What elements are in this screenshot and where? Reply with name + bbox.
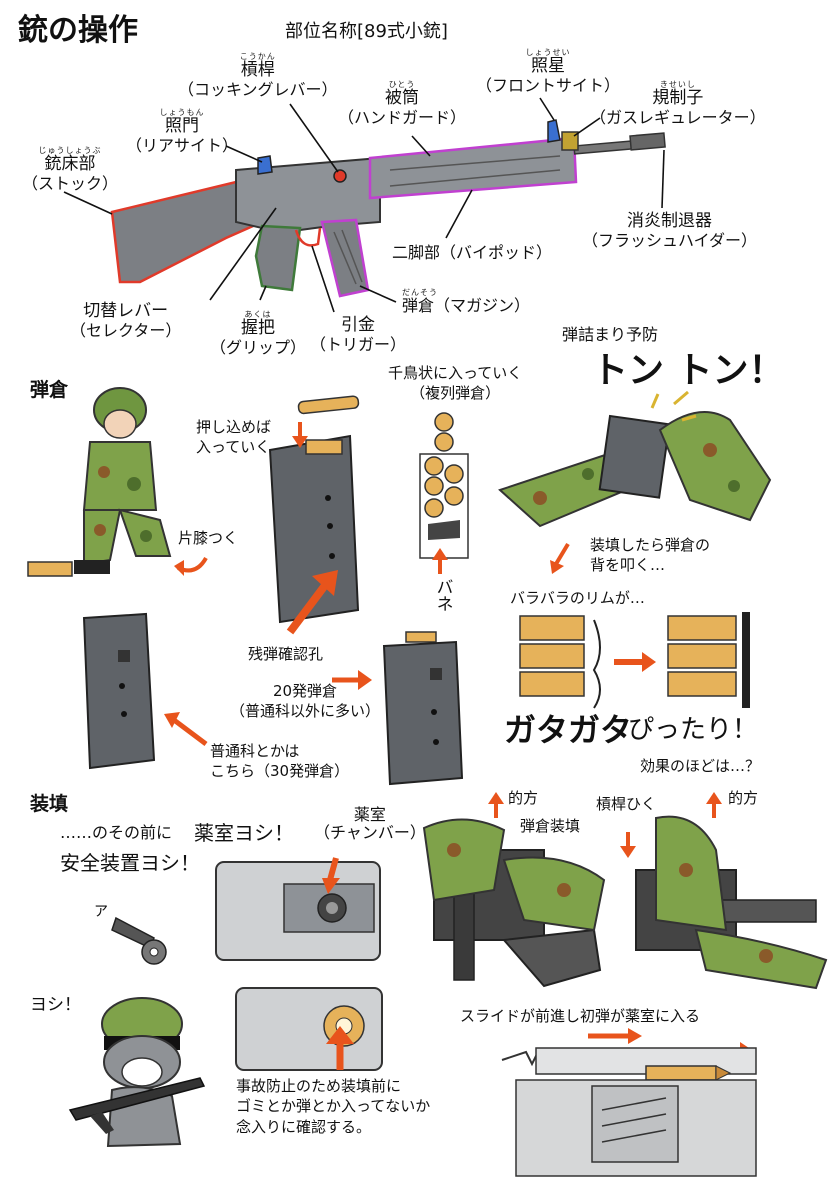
tap-sound: トン トン！: [592, 350, 785, 391]
diagram-title: 部位名称[89式小銃]: [285, 21, 448, 42]
direction-arrow-1: [488, 792, 504, 818]
chamber-label: 薬室 （チャンバー）: [314, 805, 426, 843]
part-handguard: ひとう 被筒 （ハンドガード）: [338, 80, 467, 127]
spring-label: バネ: [432, 578, 453, 612]
mag-insert-label: 弾倉装填: [520, 817, 581, 835]
rear-sight-shape: [257, 155, 273, 175]
note-label: 事故防止のため装填前に ゴミとか弾とか入ってないか 念入りに確認する。: [236, 1077, 431, 1136]
direction-label-1: 的方: [508, 789, 539, 807]
hands-tapping-illustration: [498, 390, 772, 528]
pull-lever-label: 槓桿ひく: [596, 795, 657, 813]
chamber-ok-label: 薬室ヨシ！: [194, 821, 294, 845]
push-in-label: 押し込めば入っていく: [196, 418, 272, 456]
rims-before-illustration: [519, 615, 601, 709]
grip-shape: [254, 224, 302, 292]
check-hole-arrow: [286, 570, 338, 635]
mag20-arrow: [332, 670, 372, 690]
page-title: 銃の操作: [18, 13, 138, 48]
magazine-30-illustration: [82, 612, 156, 770]
loading-heading: 装填: [30, 793, 69, 815]
direction-label-2: 的方: [728, 789, 759, 807]
slide-arrow-1: [588, 1028, 642, 1044]
magazine-30-arrow: [164, 712, 208, 746]
kneel-label: 片膝つく: [178, 529, 239, 547]
jam-heading: 弾詰まり予防: [562, 325, 659, 344]
rattle-label: ガタガタ: [504, 711, 633, 749]
ammo-box-illustration: [27, 561, 73, 577]
part-flash-hider: 消炎制退器 （フラッシュハイダー）: [582, 211, 758, 250]
part-selector: 切替レバー （セレクター）: [70, 301, 182, 340]
mag30-label: 普通科とかはこちら（30発弾倉）: [210, 742, 350, 780]
tap-step-label: 装填したら弾倉の背を叩く…: [590, 536, 711, 574]
trigger-shape: [294, 227, 322, 247]
handguard-shape: [368, 136, 578, 200]
spring-arrow: [432, 548, 448, 574]
rims-arrow: [614, 652, 656, 672]
push-down-arrow: [292, 422, 308, 448]
rims-label: バラバラのリムが…: [510, 589, 645, 607]
mag20-label: 20発弾倉（普通科以外に多い）: [230, 682, 381, 720]
check-hole-label: 残弾確認孔: [248, 645, 324, 663]
cat-soldier-illustration: [68, 997, 206, 1148]
magazine-20-illustration: [382, 631, 464, 786]
magazine-heading: 弾倉: [30, 379, 69, 401]
part-gas-regulator: きせいし 規制子 （ガスレギュレーター）: [590, 80, 766, 127]
pull-lever-illustration: [635, 815, 828, 990]
chamber-view-illustration: [215, 861, 381, 961]
stagger-label: 千鳥状に入っていく（複列弾倉）: [388, 364, 523, 402]
part-rear-sight: しょうもん 照門 （リアサイト）: [126, 108, 239, 155]
part-bipod: 二脚部（バイポッド）: [392, 243, 553, 262]
double-stack-diagram: [419, 412, 469, 559]
chamber-arrow: [322, 857, 340, 894]
part-trigger: 引金 （トリガー）: [310, 315, 407, 354]
snug-label: ぴったり！: [628, 715, 759, 745]
mag-insert-illustration: [422, 818, 606, 988]
before-label-2: 安全装置ヨシ！: [60, 851, 200, 875]
part-magazine: だんそう 弾倉（マガジン）: [402, 288, 531, 316]
yoshi-label: ヨシ！: [30, 995, 81, 1015]
chamber-empty-arrow: [326, 1026, 354, 1070]
part-front-sight: しょうせい 照星 （フロントサイト）: [476, 48, 621, 95]
chamber-empty-illustration: [235, 987, 383, 1071]
soldier-kneeling-illustration: [74, 387, 172, 574]
rifle-illustration: [63, 97, 666, 313]
effect-label: 効果のほどは…？: [640, 757, 761, 775]
cocking-lever-shape: [333, 169, 347, 183]
kneel-arrow: [174, 556, 208, 576]
jam-arrow: [550, 542, 570, 574]
pull-lever-arrow: [620, 832, 636, 858]
direction-arrow-2: [706, 792, 722, 818]
before-label-1: ……のその前に: [60, 823, 173, 842]
bolt-cutaway-illustration: [501, 1047, 757, 1177]
safety-lever-illustration: [111, 916, 167, 965]
part-stock: じゅうしょうぶ 銃床部 （ストック）: [22, 146, 119, 193]
part-cocking-lever: こうかん 槓桿 （コッキングレバー）: [178, 52, 338, 99]
slide-label: スライドが前進し初弾が薬室に入る: [460, 1007, 701, 1025]
a-sound: ア: [94, 904, 108, 920]
rims-after-illustration: [667, 612, 750, 708]
part-grip: あくは 握把 （グリップ）: [210, 310, 307, 357]
front-sight-shape: [547, 119, 561, 143]
